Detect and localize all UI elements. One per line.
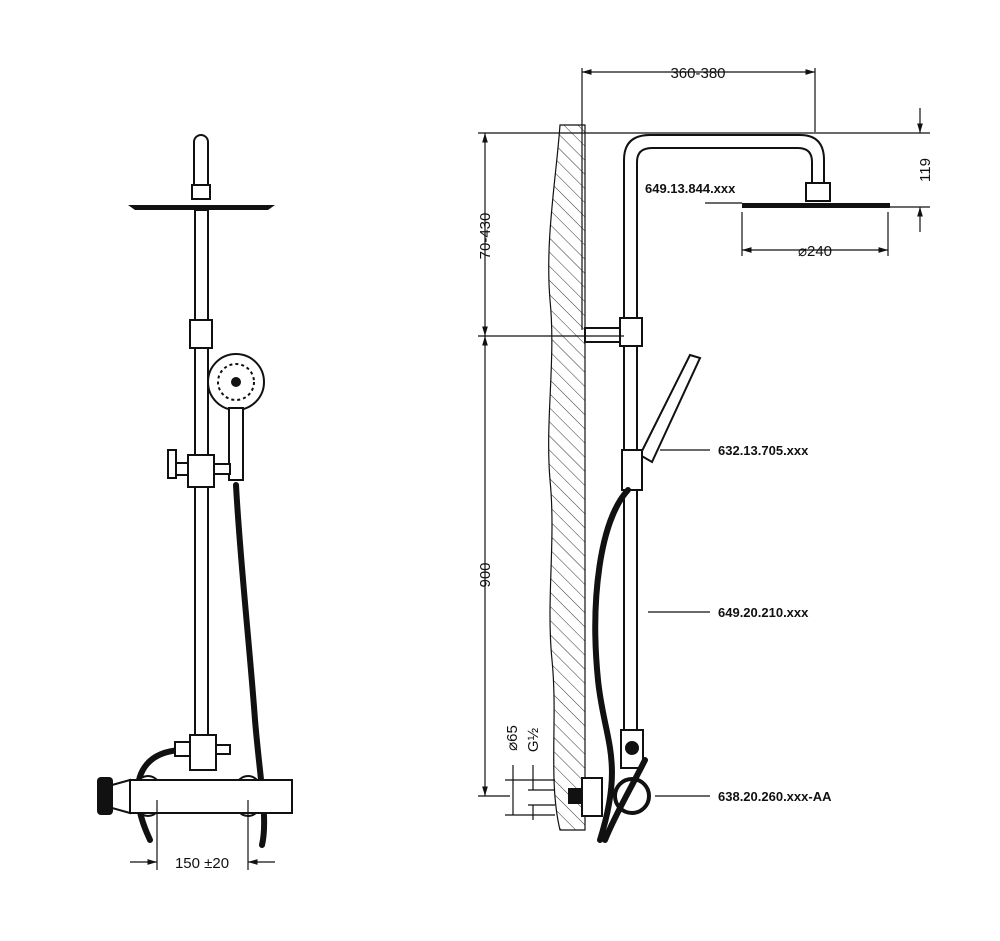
dimension-thread: G½: [525, 727, 542, 752]
part-number-hand-shower: 632.13.705.xxx: [718, 443, 809, 458]
dimension-height: 900: [477, 562, 494, 587]
dimension-adjust-range: 70-430: [477, 213, 494, 260]
slider-side: [621, 449, 643, 491]
mixer-knob-front: [97, 777, 113, 815]
slider-front: [187, 454, 215, 488]
hand-shower-side: [638, 353, 702, 464]
dimension-spacing: 150 ±20: [175, 855, 229, 872]
wall-bracket-side: [584, 327, 621, 343]
side-view: 360-380 119 ⌀240 70-430 900 ⌀65 G½ 649.1…: [477, 65, 934, 843]
front-view: 150 ±20: [97, 134, 293, 872]
hose-side: [592, 487, 631, 843]
rain-shower-head-side: [742, 203, 890, 208]
thermostatic-mixer-front: [129, 779, 293, 814]
riser-pipe-side: [623, 329, 638, 761]
dimension-wall-diameter: ⌀65: [504, 725, 521, 751]
dimension-head-diameter: ⌀240: [798, 243, 832, 260]
dimension-arm-projection: 360-380: [670, 65, 725, 82]
hand-shower-handle-front: [228, 407, 244, 481]
rain-shower-head-front: [128, 205, 275, 210]
part-number-mixer: 638.20.260.xxx-AA: [718, 789, 832, 804]
wall-section: [548, 124, 586, 831]
dimension-head-height: 119: [917, 158, 934, 182]
shower-arm-side: [623, 134, 825, 330]
wall-clamp-front: [189, 319, 213, 349]
part-number-shower-head: 649.13.844.xxx: [645, 181, 736, 196]
part-number-riser: 649.20.210.xxx: [718, 605, 809, 620]
